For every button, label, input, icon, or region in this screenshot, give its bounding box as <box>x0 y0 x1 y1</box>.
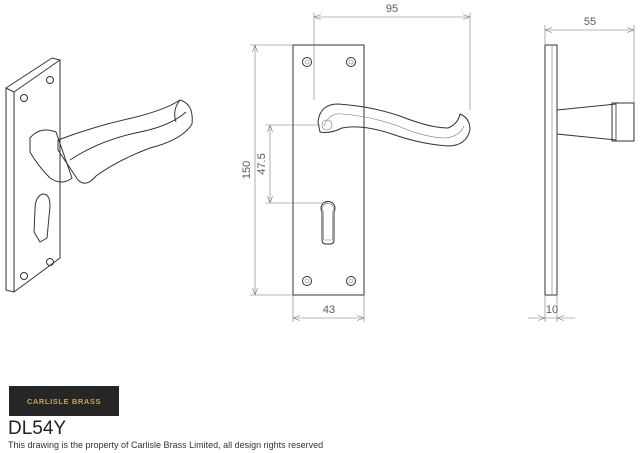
dim-55-label: 55 <box>584 16 596 28</box>
logo-text: CARLISLE BRASS <box>26 396 102 406</box>
lever-handle <box>317 103 471 147</box>
dim-width-95: 95 <box>313 3 471 110</box>
backplate-outline <box>292 44 365 296</box>
dim-150-label: 150 <box>241 161 253 179</box>
keyhole <box>320 200 336 245</box>
dim-47-5-label: 47.5 <box>256 153 268 174</box>
dim-95-label: 95 <box>386 3 398 15</box>
front-view <box>292 44 471 296</box>
technical-drawing: 95 55 150 47.5 43 10 <box>5 3 635 322</box>
dim-centres-47-5: 47.5 <box>256 124 328 204</box>
carlisle-brass-logo: CARLISLE BRASS <box>9 386 119 416</box>
product-code: DL54Y <box>8 418 67 439</box>
dim-43-label: 43 <box>323 304 335 316</box>
dim-plate-width-43: 43 <box>292 295 365 322</box>
dim-depth-55: 55 <box>544 16 635 103</box>
dim-10-label: 10 <box>546 304 558 316</box>
isometric-view <box>5 57 193 293</box>
copyright-note: This drawing is the property of Carlisle… <box>8 440 324 450</box>
side-view <box>544 44 635 296</box>
dim-height-150: 150 <box>241 44 293 296</box>
dim-plate-depth-10: 10 <box>528 295 575 322</box>
